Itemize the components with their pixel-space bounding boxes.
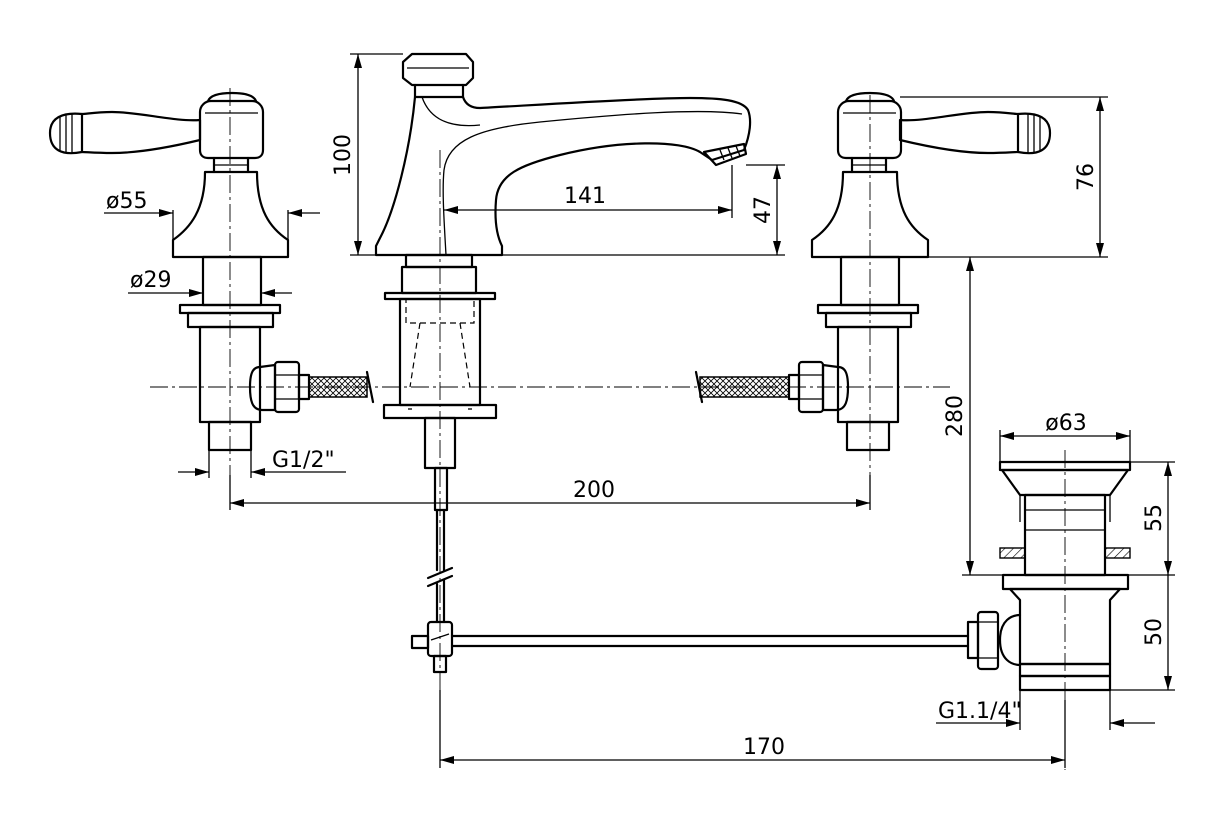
label-handle-shank-dia: ø29 [130, 268, 171, 293]
left-handle-valve [48, 91, 375, 452]
label-waste-upper-height: 55 [1142, 504, 1167, 532]
label-handle-base-dia: ø55 [106, 189, 147, 214]
center-lines [150, 88, 1066, 770]
pop-up-lever [450, 634, 970, 648]
pop-up-waste [966, 460, 1132, 692]
label-spout-height: 100 [331, 134, 356, 176]
label-spout-outlet-height: 47 [751, 196, 776, 224]
spout [374, 52, 752, 674]
label-waste-thread: G1.1/4" [938, 699, 1022, 724]
left-lever [80, 110, 202, 155]
label-waste-flange-dia: ø63 [1045, 411, 1086, 436]
right-handle-valve [694, 91, 1052, 452]
label-waste-lower-height: 50 [1142, 618, 1167, 646]
dimension-labels: 100 141 47 76 ø55 ø29 G1/2" 200 280 ø63 … [106, 134, 1167, 760]
label-deck-thickness: 280 [943, 395, 968, 437]
label-spout-reach: 141 [564, 184, 606, 209]
right-lever [898, 110, 1020, 155]
label-handle-spacing: 200 [573, 478, 615, 503]
label-inlet-thread: G1/2" [272, 448, 335, 473]
dimension-lines [104, 53, 1175, 768]
label-rod-length: 170 [743, 735, 785, 760]
label-handle-height: 76 [1074, 163, 1099, 191]
